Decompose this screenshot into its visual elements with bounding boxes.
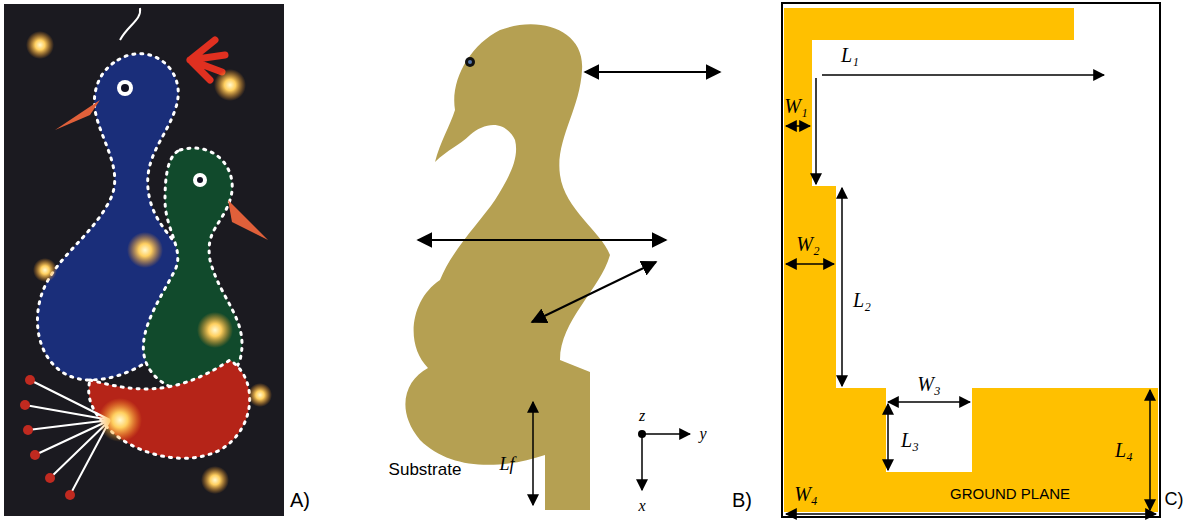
- axis-label: x: [638, 497, 645, 515]
- rangoli-photo: [4, 4, 284, 516]
- axis-label: z: [639, 407, 645, 425]
- region-label: GROUND PLANE: [950, 486, 1070, 503]
- panel-label: B): [732, 489, 752, 511]
- dimension-label: W₂: [796, 233, 820, 255]
- axis-label: y: [699, 425, 706, 443]
- dimension-label: W₃: [917, 373, 941, 395]
- dimension-label: L₁: [841, 44, 859, 66]
- dimension-label: L₄: [1115, 439, 1133, 461]
- dimension-label: L₃: [901, 429, 919, 451]
- panel-label: C): [1165, 490, 1184, 510]
- panel-label: A): [290, 489, 310, 511]
- dimension-label: W₄: [794, 483, 818, 505]
- swan-antenna: [405, 24, 720, 510]
- antenna-geometry: [782, 3, 1160, 517]
- region-label: Substrate: [389, 461, 462, 480]
- dimension-label: L₂: [853, 289, 871, 311]
- dimension-label: W₁: [784, 95, 808, 117]
- dimension-label: Lf: [499, 455, 514, 475]
